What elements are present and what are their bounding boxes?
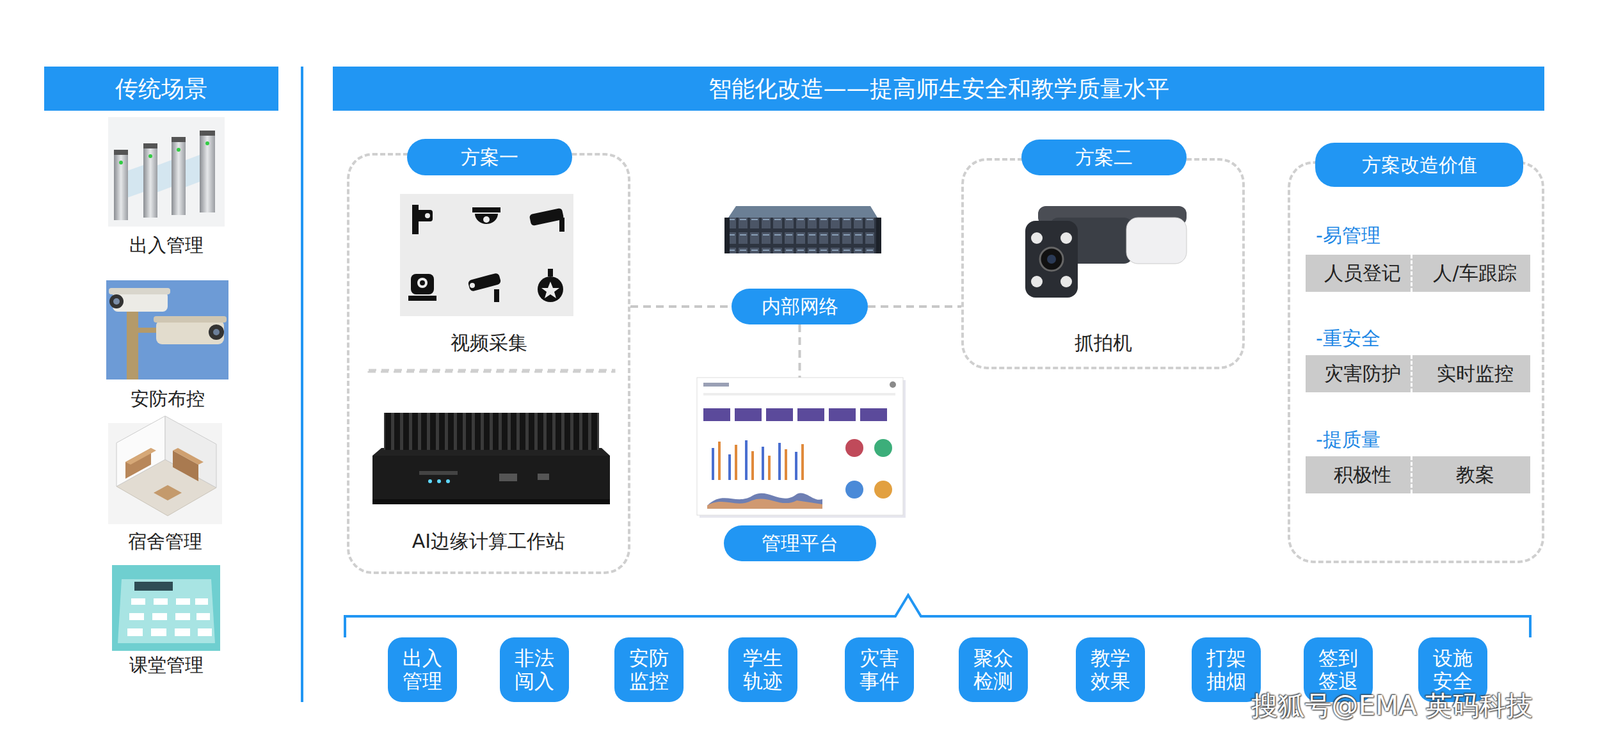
- value-bar: 人员登记人/车跟踪: [1305, 254, 1531, 292]
- node-text: 人员登记: [1296, 254, 1429, 292]
- scene-label: 出入管理: [108, 231, 225, 259]
- network-pill: 内部网络: [731, 288, 868, 325]
- node-text: 方案二: [1021, 139, 1187, 176]
- dashed-connector: [798, 324, 802, 378]
- dashboard-picture: [696, 377, 906, 518]
- value-bar: 灾害防护实时监控: [1305, 355, 1531, 393]
- video-icons: [400, 193, 574, 317]
- node-text: 教学 效果: [1086, 637, 1135, 703]
- dashed-region: 方案二抓拍机: [961, 158, 1245, 370]
- platform-node: 管理平台: [696, 377, 904, 562]
- node-text: 内部网络: [731, 288, 868, 325]
- scenario-pill: 灾害 事件: [844, 637, 914, 703]
- dashed-divider: [368, 369, 615, 372]
- dashed-region: 方案一视频采集AI边缘计算工作站: [346, 152, 631, 575]
- turnstile-picture: [108, 117, 225, 227]
- scene-label: 课堂管理: [112, 651, 221, 679]
- dashed-connector: [867, 305, 962, 308]
- dashed-region: 方案改造价值-易管理-重安全-提质量人员登记人/车跟踪灾害防护实时监控积极性教案: [1287, 161, 1545, 564]
- scenario-pill: 聚众 检测: [958, 637, 1028, 703]
- node-text: 学生 轨迹: [739, 637, 787, 703]
- node-text: 方案改造价值: [1315, 142, 1524, 187]
- divider-line: [300, 66, 304, 703]
- node-text: 抓拍机: [952, 330, 1254, 356]
- node-text: AI边缘计算工作站: [337, 528, 640, 555]
- node-text: 灾害 事件: [855, 637, 904, 703]
- node-text: 灾害防护: [1296, 355, 1429, 393]
- node-text: 管理平台: [723, 525, 877, 562]
- server-picture: [724, 206, 882, 254]
- scenario-pill: 出入 管理: [387, 637, 457, 703]
- node-text: -提质量: [1315, 426, 1501, 453]
- title-band: 智能化改造——提高师生安全和教学质量水平: [332, 66, 1545, 111]
- scenario-pill: 打架 抽烟: [1191, 637, 1261, 703]
- node-text: 打架 抽烟: [1202, 637, 1250, 703]
- dashed-connector: [630, 305, 732, 308]
- scenario-pill: 学生 轨迹: [728, 637, 798, 703]
- bracket-line: [344, 595, 1531, 638]
- value-bar: 积极性教案: [1305, 456, 1531, 494]
- header-band: 传统场景: [44, 66, 279, 111]
- scenario-pill: 安防 监控: [614, 637, 684, 703]
- node-text: 聚众 检测: [969, 637, 1017, 703]
- node-text: -易管理: [1315, 222, 1501, 249]
- node-text: 人/车跟踪: [1410, 254, 1538, 292]
- node-text: 积极性: [1296, 456, 1429, 494]
- edge-box-picture: [372, 412, 610, 505]
- watermark: 搜狐号@EMA 英码科技: [1203, 689, 1581, 722]
- node-text: 教案: [1410, 456, 1538, 494]
- camera-picture: [106, 280, 229, 380]
- node-text: 非法 闯入: [510, 637, 559, 703]
- node-text: 安防 监控: [625, 637, 673, 703]
- node-text: 实时监控: [1410, 355, 1538, 393]
- node-text: 视频采集: [337, 330, 640, 356]
- scenario-pill: 教学 效果: [1075, 637, 1145, 703]
- dorm-picture: [108, 416, 223, 525]
- node-text: 传统场景: [44, 66, 279, 111]
- classroom-picture: [112, 565, 221, 651]
- node-text: -重安全: [1315, 325, 1501, 352]
- snapshot-camera-picture: [1025, 206, 1187, 298]
- scene-label: 安防布控: [106, 385, 229, 413]
- node-text: 出入 管理: [398, 637, 447, 703]
- node-text: 方案一: [407, 138, 573, 176]
- scene-label: 宿舍管理: [108, 528, 223, 555]
- scenario-pill: 非法 闯入: [499, 637, 569, 703]
